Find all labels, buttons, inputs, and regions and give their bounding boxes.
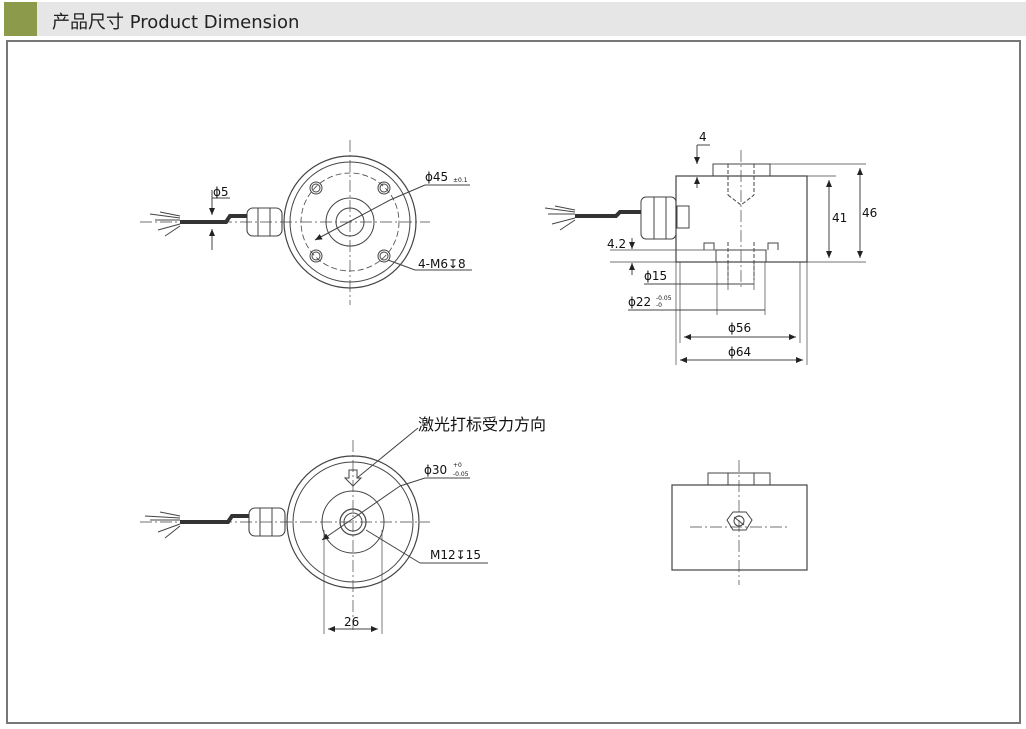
dim-thread: M12↧15: [430, 548, 481, 562]
dim-bottom-offset: 4.2: [607, 237, 626, 251]
dim-d30-tol-upper: +0: [453, 462, 462, 469]
header-accent-bar: [4, 2, 37, 36]
bottom-view: [140, 427, 488, 634]
dim-width: 26: [344, 615, 359, 629]
dim-holes: 4-M6↧8: [418, 257, 466, 271]
dim-flange-diameter: ϕ45: [425, 170, 448, 184]
top-view: [140, 140, 472, 305]
dim-d30-tol-lower: -0.05: [453, 471, 469, 478]
dim-d15: ϕ15: [644, 269, 667, 283]
dim-height-inner: 41: [832, 211, 847, 225]
drawing-frame: [6, 40, 1021, 724]
dim-d22: ϕ22: [628, 295, 651, 309]
section-header: 产品尺寸 Product Dimension: [4, 2, 1026, 36]
dim-d22-tol-upper: -0.05: [656, 295, 672, 302]
front-view: [671, 460, 808, 585]
dim-d22-tol-lower: -0: [656, 302, 662, 309]
dim-top-offset: 4: [699, 130, 707, 144]
section-title: 产品尺寸 Product Dimension: [52, 12, 300, 33]
dim-cable-diameter: ϕ5: [213, 185, 229, 199]
dim-d56: ϕ56: [728, 321, 751, 335]
side-view: [544, 144, 866, 365]
force-direction-note: 激光打标受力方向: [418, 415, 546, 434]
dim-d30: ϕ30: [424, 463, 447, 477]
dim-height-total: 46: [862, 206, 877, 220]
dim-flange-tolerance: ±0.1: [453, 177, 468, 184]
dim-d64: ϕ64: [728, 345, 751, 359]
